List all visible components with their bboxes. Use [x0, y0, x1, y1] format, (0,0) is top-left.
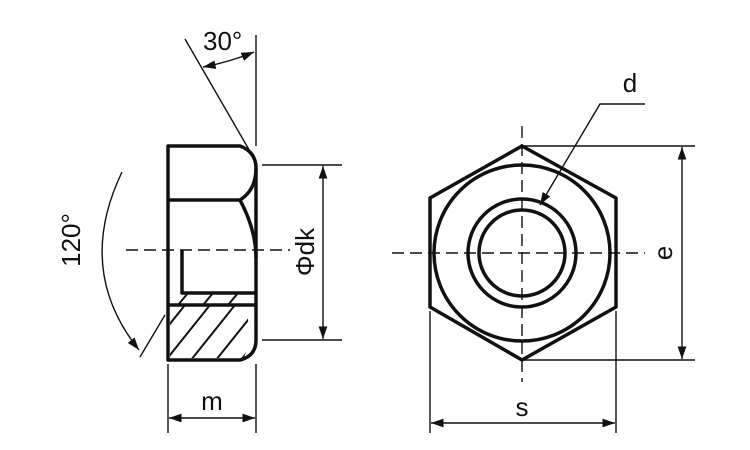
hatching — [170, 305, 249, 358]
d-label: d — [623, 68, 637, 98]
chamfer-angle-arrow — [202, 51, 255, 70]
thread-inner-line — [180, 250, 256, 295]
thread-angle-arrow — [101, 171, 140, 351]
m-label: m — [201, 386, 223, 416]
front-view: d e s — [392, 68, 695, 433]
side-view: 30° 120° Φdk m — [56, 26, 342, 433]
chamfer-angle-line — [184, 38, 256, 161]
angle-120-label: 120° — [56, 213, 86, 267]
s-label: s — [516, 392, 529, 422]
d-leader-arrow — [539, 103, 645, 206]
chamfer-line — [168, 167, 258, 202]
angle-30-label: 30° — [203, 26, 242, 56]
nut-side-outline — [166, 144, 258, 362]
thread-angle-line — [139, 314, 166, 358]
chamfer-curve — [238, 199, 258, 259]
e-label: e — [648, 246, 678, 260]
dk-label: Φdk — [290, 227, 320, 276]
